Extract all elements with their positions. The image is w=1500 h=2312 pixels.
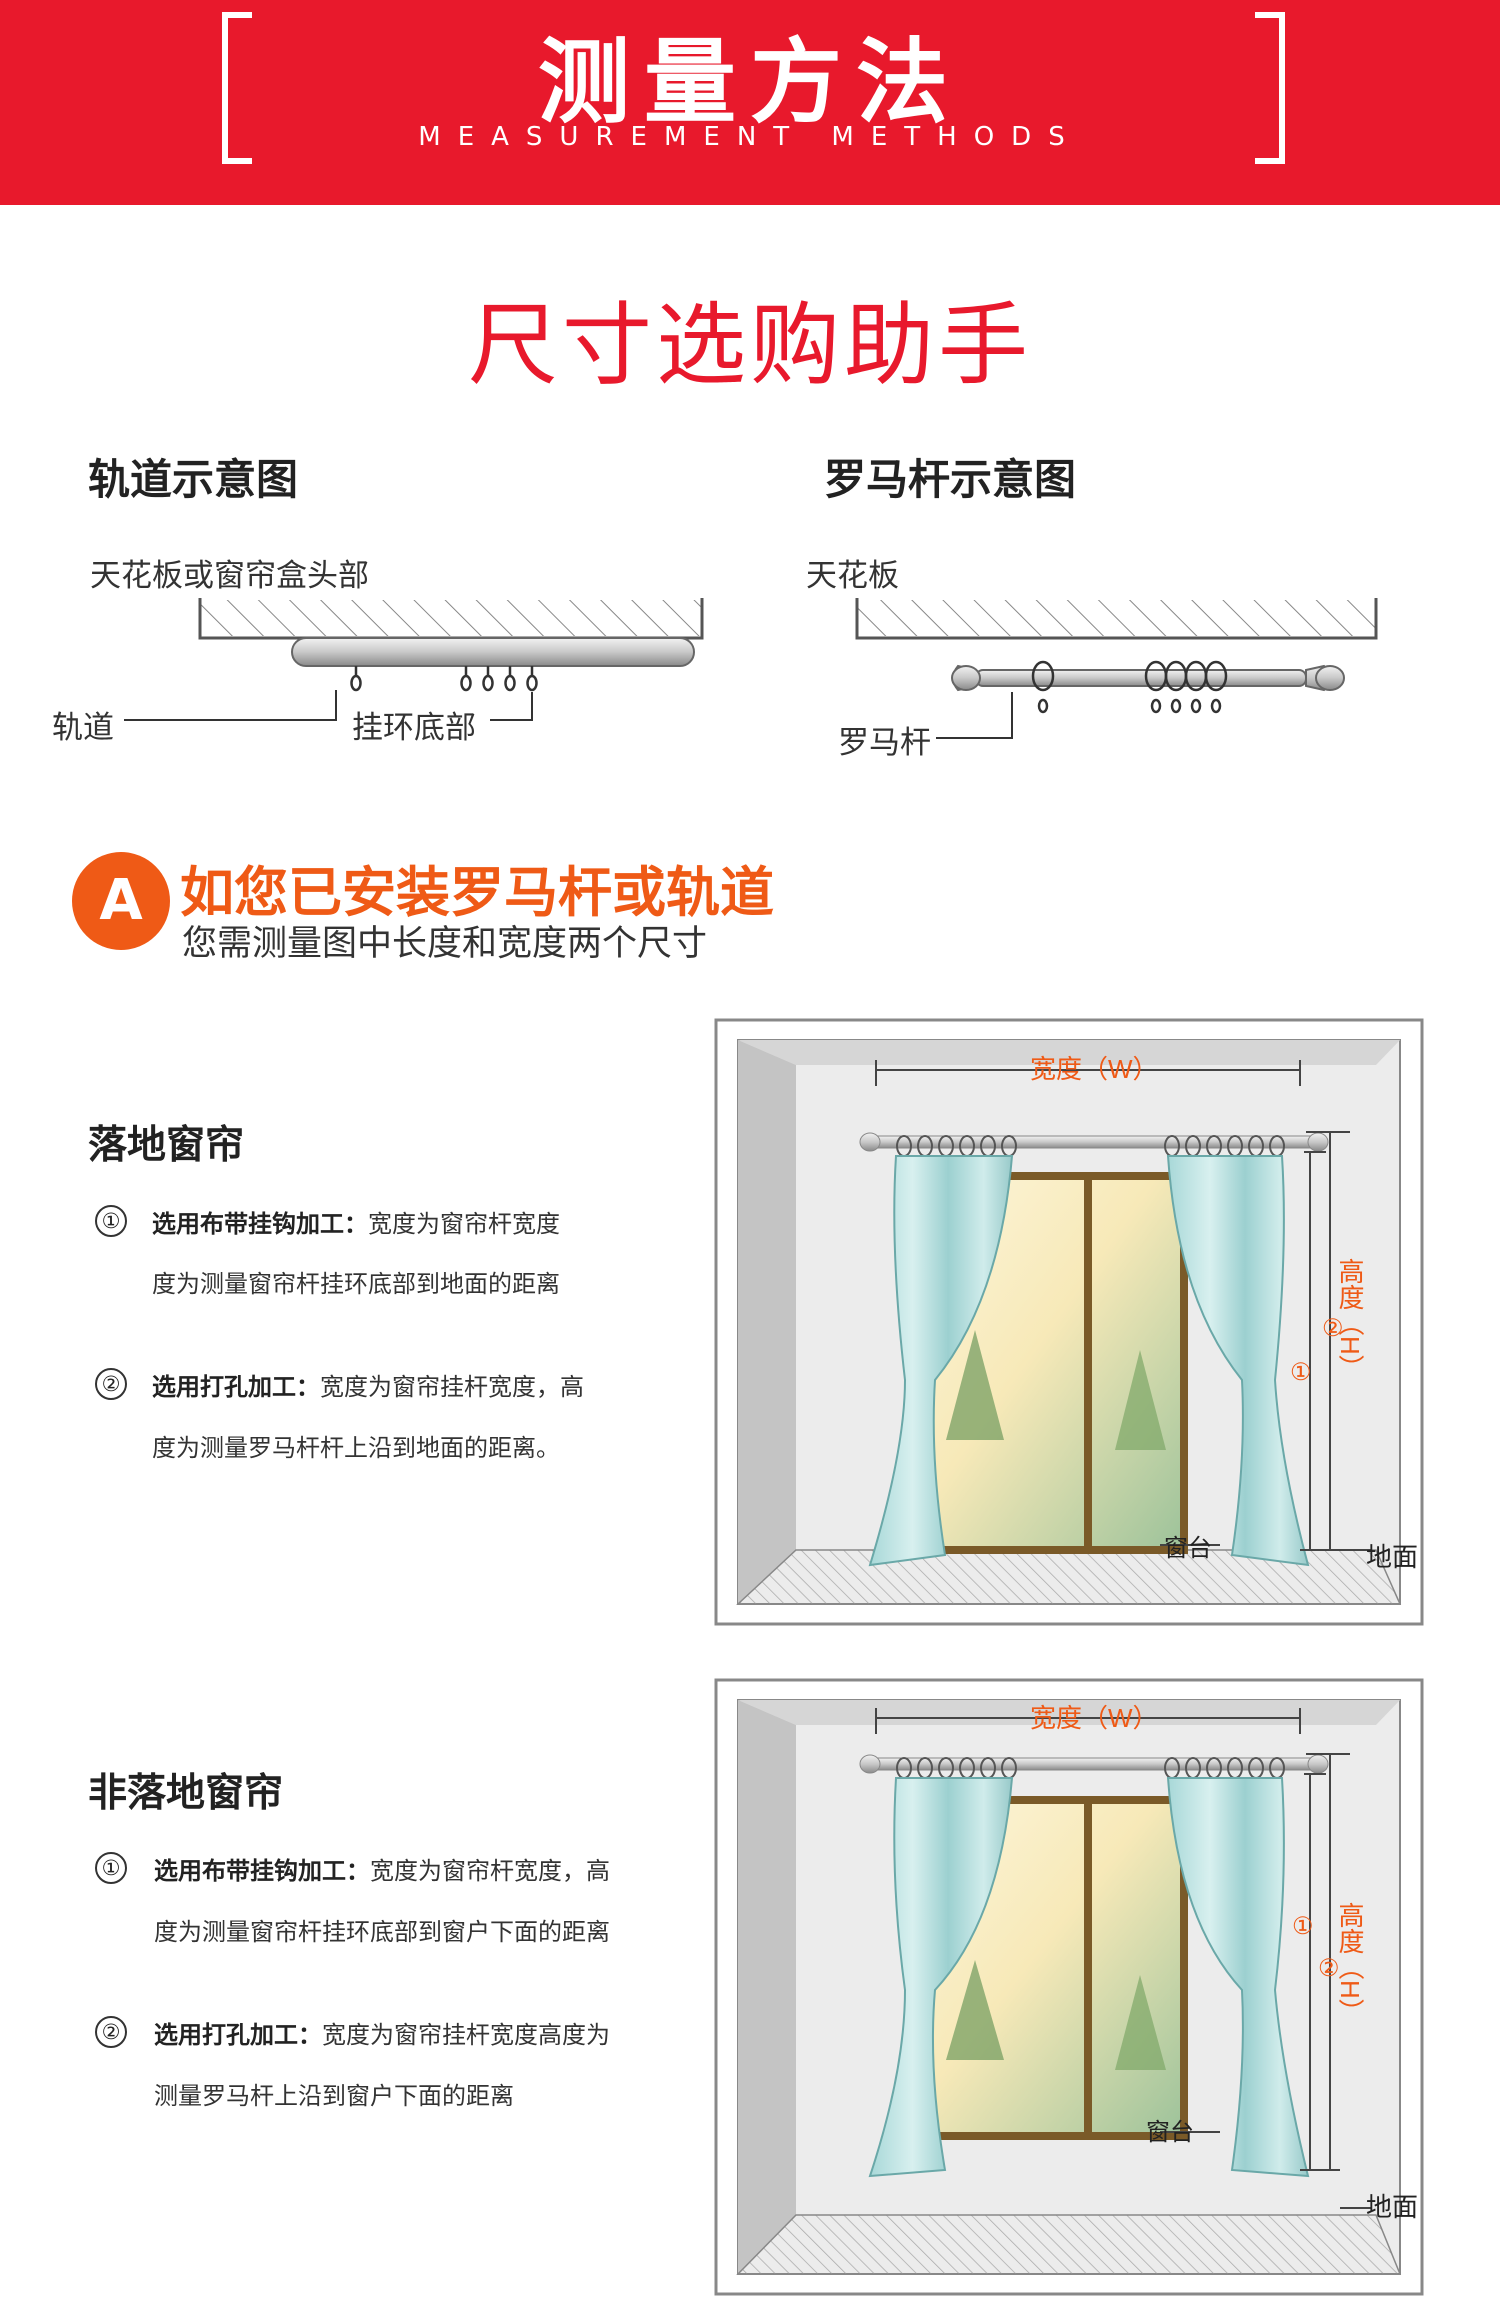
track-ceiling-hatch	[200, 600, 702, 636]
floor-item1-number: ①	[95, 1205, 127, 1237]
track-diagram	[124, 598, 704, 721]
section-a-title: 如您已安装罗马杆或轨道	[180, 861, 774, 924]
nonfloor-item1-number: ①	[95, 1852, 127, 1884]
page-title: 尺寸选购助手	[468, 293, 1032, 398]
ill1-sill-label: 窗台	[1164, 1535, 1212, 1562]
ill1-width-label: 宽度（W）	[1030, 1054, 1159, 1084]
nonfloor-item2-line2: 测量罗马杆上沿到窗户下面的距离	[154, 2082, 514, 2110]
rod-ceiling-line	[855, 598, 1378, 640]
ill2-floor-label: 地面	[1366, 2192, 1418, 2222]
track-ceiling-label: 天花板或窗帘盒头部	[90, 558, 369, 594]
nonfloor-item1-line1: 选用布带挂钩加工：宽度为窗帘杆宽度，高	[154, 1851, 610, 1886]
rod-leader-line	[936, 692, 1013, 739]
track-rail	[291, 637, 695, 667]
rod-rings	[1031, 660, 1228, 714]
floor-item1-line1: 选用布带挂钩加工：宽度为窗帘杆宽度	[152, 1204, 560, 1239]
track-label: 轨道	[52, 710, 114, 746]
nonfloor-item1-line2: 度为测量窗帘杆挂环底部到窗户下面的距离	[154, 1918, 610, 1946]
ring-bottom-label: 挂环底部	[352, 710, 476, 746]
roman-rod-bar	[975, 669, 1307, 687]
header-banner: 测量方法 MEASUREMENT METHODS	[0, 0, 1500, 205]
rod-label: 罗马杆	[838, 725, 931, 761]
ill1-mark1: ①	[1290, 1359, 1312, 1386]
floor-item2-number: ②	[95, 1368, 127, 1400]
ill2-sill-label: 窗台	[1146, 2119, 1194, 2146]
rod-ceiling-label: 天花板	[806, 558, 899, 594]
nonfloor-item2-line1: 选用打孔加工：宽度为窗帘挂杆宽度高度为	[154, 2015, 610, 2050]
ill2-mark1: ①	[1292, 1913, 1314, 1940]
ring-leader-line	[490, 692, 533, 721]
ill2-mark2: ②	[1318, 1955, 1340, 1982]
nonfloor-item1-bold: 选用布带挂钩加工：	[154, 1857, 370, 1885]
banner-title: 测量方法	[537, 29, 962, 136]
ill1-mark2: ②	[1322, 1315, 1344, 1342]
ill1-floor-label: 地面	[1366, 1542, 1418, 1572]
ill2-width-label: 宽度（W）	[1030, 1703, 1159, 1733]
rod-diagram	[855, 598, 1378, 739]
nonfloor-item2-text: 宽度为窗帘挂杆宽度高度为	[322, 2021, 610, 2049]
floor-item1-line2: 度为测量窗帘杆挂环底部到地面的距离	[152, 1270, 560, 1298]
ill2-height-label: 高度（H）	[1335, 1902, 1365, 2025]
nonfloor-item2-bold: 选用打孔加工：	[154, 2021, 322, 2049]
track-diagram-title: 轨道示意图	[88, 455, 299, 504]
rod-ceiling-hatch	[857, 600, 1376, 636]
banner-subtitle: MEASUREMENT METHODS	[418, 122, 1082, 152]
ill1-height-label: 高度（H）	[1335, 1258, 1365, 1381]
floor-curtain-title: 落地窗帘	[88, 1123, 245, 1168]
track-leader-line	[124, 690, 337, 721]
rod-finial-right-cap	[1315, 665, 1345, 691]
section-a-subtitle: 您需测量图中长度和宽度两个尺寸	[182, 924, 708, 964]
rod-finial-left-cap	[951, 665, 981, 691]
nonfloor-curtain-illustration	[714, 1678, 1424, 2296]
nonfloor-curtain-title: 非落地窗帘	[88, 1771, 284, 1816]
floor-item2-line1: 选用打孔加工：宽度为窗帘挂杆宽度，高	[152, 1367, 584, 1402]
rod-diagram-title: 罗马杆示意图	[824, 455, 1077, 504]
section-a-badge: A	[72, 852, 170, 950]
floor-item2-line2: 度为测量罗马杆杆上沿到地面的距离。	[152, 1434, 560, 1462]
left-bracket-decoration	[222, 12, 252, 164]
right-bracket-decoration	[1255, 12, 1285, 164]
floor-curtain-illustration	[714, 1018, 1424, 1626]
floor-item1-bold: 选用布带挂钩加工：	[152, 1210, 368, 1238]
track-hooks	[350, 666, 538, 692]
nonfloor-item2-number: ②	[95, 2016, 127, 2048]
floor-item2-bold: 选用打孔加工：	[152, 1373, 320, 1401]
floor-item1-text: 宽度为窗帘杆宽度	[368, 1210, 560, 1238]
floor-item2-text: 宽度为窗帘挂杆宽度，高	[320, 1373, 584, 1401]
nonfloor-item1-text: 宽度为窗帘杆宽度，高	[370, 1857, 610, 1885]
